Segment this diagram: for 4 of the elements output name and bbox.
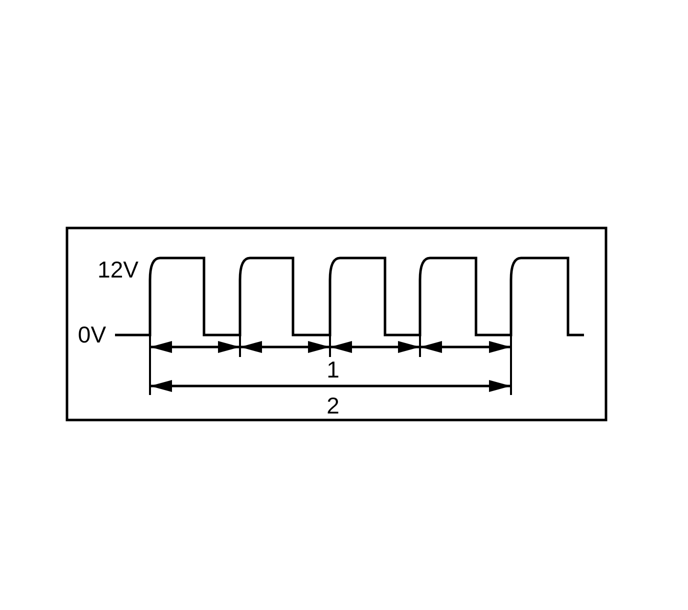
voltage-label: 0V xyxy=(78,324,106,346)
callout-number: 1 xyxy=(326,358,340,382)
callout-number: 2 xyxy=(326,394,340,418)
voltage-label: 12V xyxy=(98,258,138,282)
